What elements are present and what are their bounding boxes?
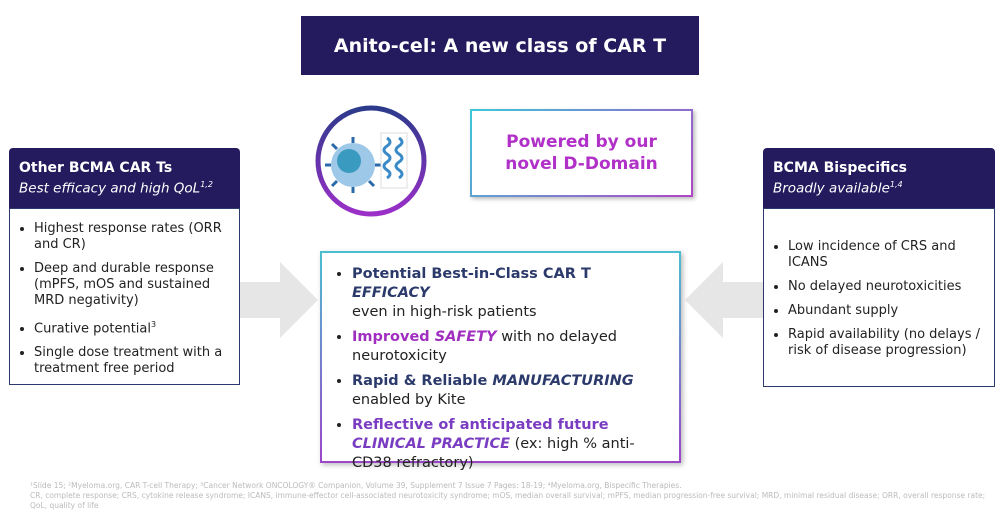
list-item: Low incidence of CRS and ICANS — [788, 239, 986, 271]
panel-body: Low incidence of CRS and ICANS No delaye… — [763, 208, 995, 387]
panel-body: Highest response rates (ORR and CR) Deep… — [9, 208, 240, 385]
panel-subtitle: Broadly available — [773, 180, 890, 197]
list-item: Rapid availability (no delays / risk of … — [788, 327, 986, 359]
footnote-abbreviations: CR, complete response; CRS, cytokine rel… — [30, 491, 986, 510]
anito-cel-benefits-box: Potential Best-in-Class CAR T EFFICACYev… — [320, 251, 681, 471]
slide-title: Anito-cel: A new class of CAR T — [301, 16, 699, 75]
right-arrow-icon — [240, 262, 318, 338]
powered-line2: novel D-Domain — [505, 154, 658, 174]
left-arrow-icon — [685, 262, 763, 338]
other-bcma-car-t-panel: Other BCMA CAR Ts Best efficacy and high… — [9, 148, 240, 385]
list-item: No delayed neurotoxicities — [788, 279, 986, 295]
list-item: Highest response rates (ORR and CR) — [34, 221, 231, 253]
list-item: Abundant supply — [788, 303, 986, 319]
bcma-bispecifics-panel: BCMA Bispecifics Broadly available1,4 Lo… — [763, 148, 995, 387]
list-item: Curative potential3 — [34, 317, 231, 337]
d-domain-callout: Powered by our novel D-Domain — [470, 109, 693, 197]
panel-title: Other BCMA CAR Ts — [19, 160, 173, 176]
subtitle-sup: 1,2 — [200, 180, 213, 189]
car-t-cell-illustration-icon — [315, 105, 427, 217]
benefit-efficacy: Potential Best-in-Class CAR T EFFICACYev… — [352, 265, 667, 322]
footnote-references: ¹Slide 15; ²Myeloma.org, CAR T-cell Ther… — [30, 481, 682, 490]
panel-title: BCMA Bispecifics — [773, 160, 908, 176]
list-item: Deep and durable response (mPFS, mOS and… — [34, 261, 231, 309]
panel-header: BCMA Bispecifics Broadly available1,4 — [763, 148, 995, 208]
list-item: Single dose treatment with a treatment f… — [34, 345, 231, 377]
benefit-clinical-practice: Reflective of anticipated future CLINICA… — [352, 416, 667, 473]
subtitle-sup: 1,4 — [889, 180, 903, 189]
panel-subtitle: Best efficacy and high QoL — [19, 180, 201, 197]
powered-line1: Powered by our — [506, 132, 657, 152]
footnotes: ¹Slide 15; ²Myeloma.org, CAR T-cell Ther… — [30, 481, 990, 511]
panel-header: Other BCMA CAR Ts Best efficacy and high… — [9, 148, 240, 208]
benefit-safety: Improved SAFETY with no delayed neurotox… — [352, 328, 667, 366]
